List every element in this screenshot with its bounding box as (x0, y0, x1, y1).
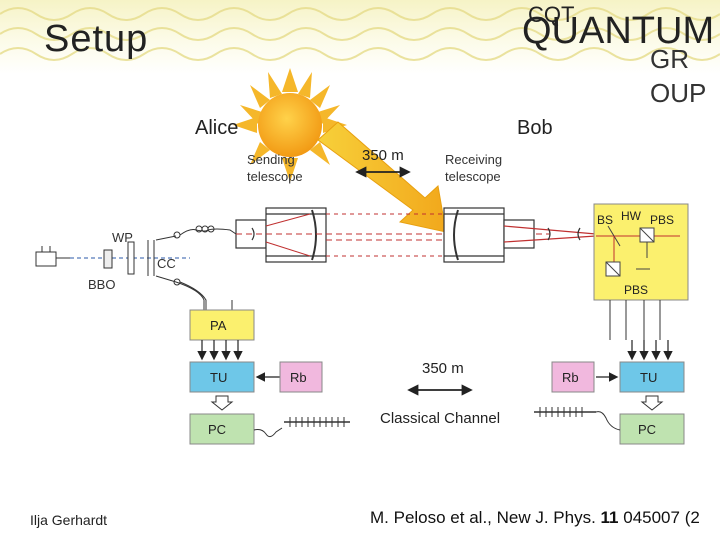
classical-channel-label: Classical Channel (380, 410, 500, 427)
bob-label: Bob (517, 117, 553, 139)
alice-tu-label: TU (210, 370, 227, 385)
receiving-telescope-label-1: Receiving (445, 152, 502, 167)
bbo-label: BBO (88, 277, 115, 292)
slide-title: Setup (44, 18, 149, 60)
bob-tu-label: TU (640, 370, 657, 385)
sunlight-beam-arrow (317, 121, 447, 233)
alice-tu-to-pc-arrow (210, 395, 234, 411)
alice-pc-box (189, 413, 255, 445)
alice-tu-box (189, 361, 255, 393)
quantum-group-logo: CQT QUANTUM GR OUP (520, 0, 720, 110)
bs-label: BS (597, 213, 613, 227)
alice-pa-to-tu-arrows (197, 340, 243, 361)
citation-footer: M. Peloso et al., New J. Phys. 11 045007… (370, 508, 700, 528)
bob-pc-label: PC (638, 422, 656, 437)
alice-radio-antenna (253, 417, 350, 438)
pbs-top-label: PBS (650, 213, 674, 227)
citation-suffix: 045007 (2 (618, 508, 700, 527)
bob-optics (596, 225, 680, 277)
alice-label: Alice (195, 117, 238, 139)
alice-rb-label: Rb (290, 370, 307, 385)
bob-tu-box (619, 361, 685, 393)
sending-telescope-label-2: telescope (247, 169, 303, 184)
author-footer: Ilja Gerhardt (30, 512, 108, 528)
photon-source (35, 225, 237, 310)
bob-rb-box (551, 361, 595, 393)
logo-gr: GR (650, 44, 689, 74)
logo-quantum: QUANTUM (522, 10, 715, 52)
logo-oup: OUP (650, 78, 707, 108)
sun-icon (233, 68, 347, 182)
bob-pc-box (619, 413, 685, 445)
sending-telescope (235, 207, 327, 263)
bob-radio-antenna (534, 407, 621, 431)
sending-telescope-label-1: Sending (247, 152, 295, 167)
bob-detection-box (593, 203, 689, 301)
distance-label-bottom: 350 m (422, 360, 464, 377)
receiving-telescope (443, 207, 597, 263)
banner-pattern (0, 7, 720, 61)
bob-tu-to-pc-arrow (640, 395, 664, 411)
alice-pa-box (189, 309, 255, 341)
cc-label: CC (157, 256, 176, 271)
bob-rb-label: Rb (562, 370, 579, 385)
alice-rb-box (279, 361, 323, 393)
alice-pc-label: PC (208, 422, 226, 437)
receiving-telescope-label-2: telescope (445, 169, 501, 184)
citation-prefix: M. Peloso et al., New J. Phys. (370, 508, 601, 527)
logo-cqt: CQT (528, 2, 575, 27)
hw-label: HW (621, 209, 642, 223)
alice-pa-label: PA (210, 318, 227, 333)
bob-fibers (609, 300, 661, 340)
wp-label: WP (112, 230, 133, 245)
citation-volume: 11 (600, 508, 619, 527)
header-banner (0, 0, 720, 74)
pbs-bottom-label: PBS (624, 283, 648, 297)
bob-fiber-to-tu-arrows (627, 340, 673, 361)
distance-label-top: 350 m (362, 147, 404, 164)
